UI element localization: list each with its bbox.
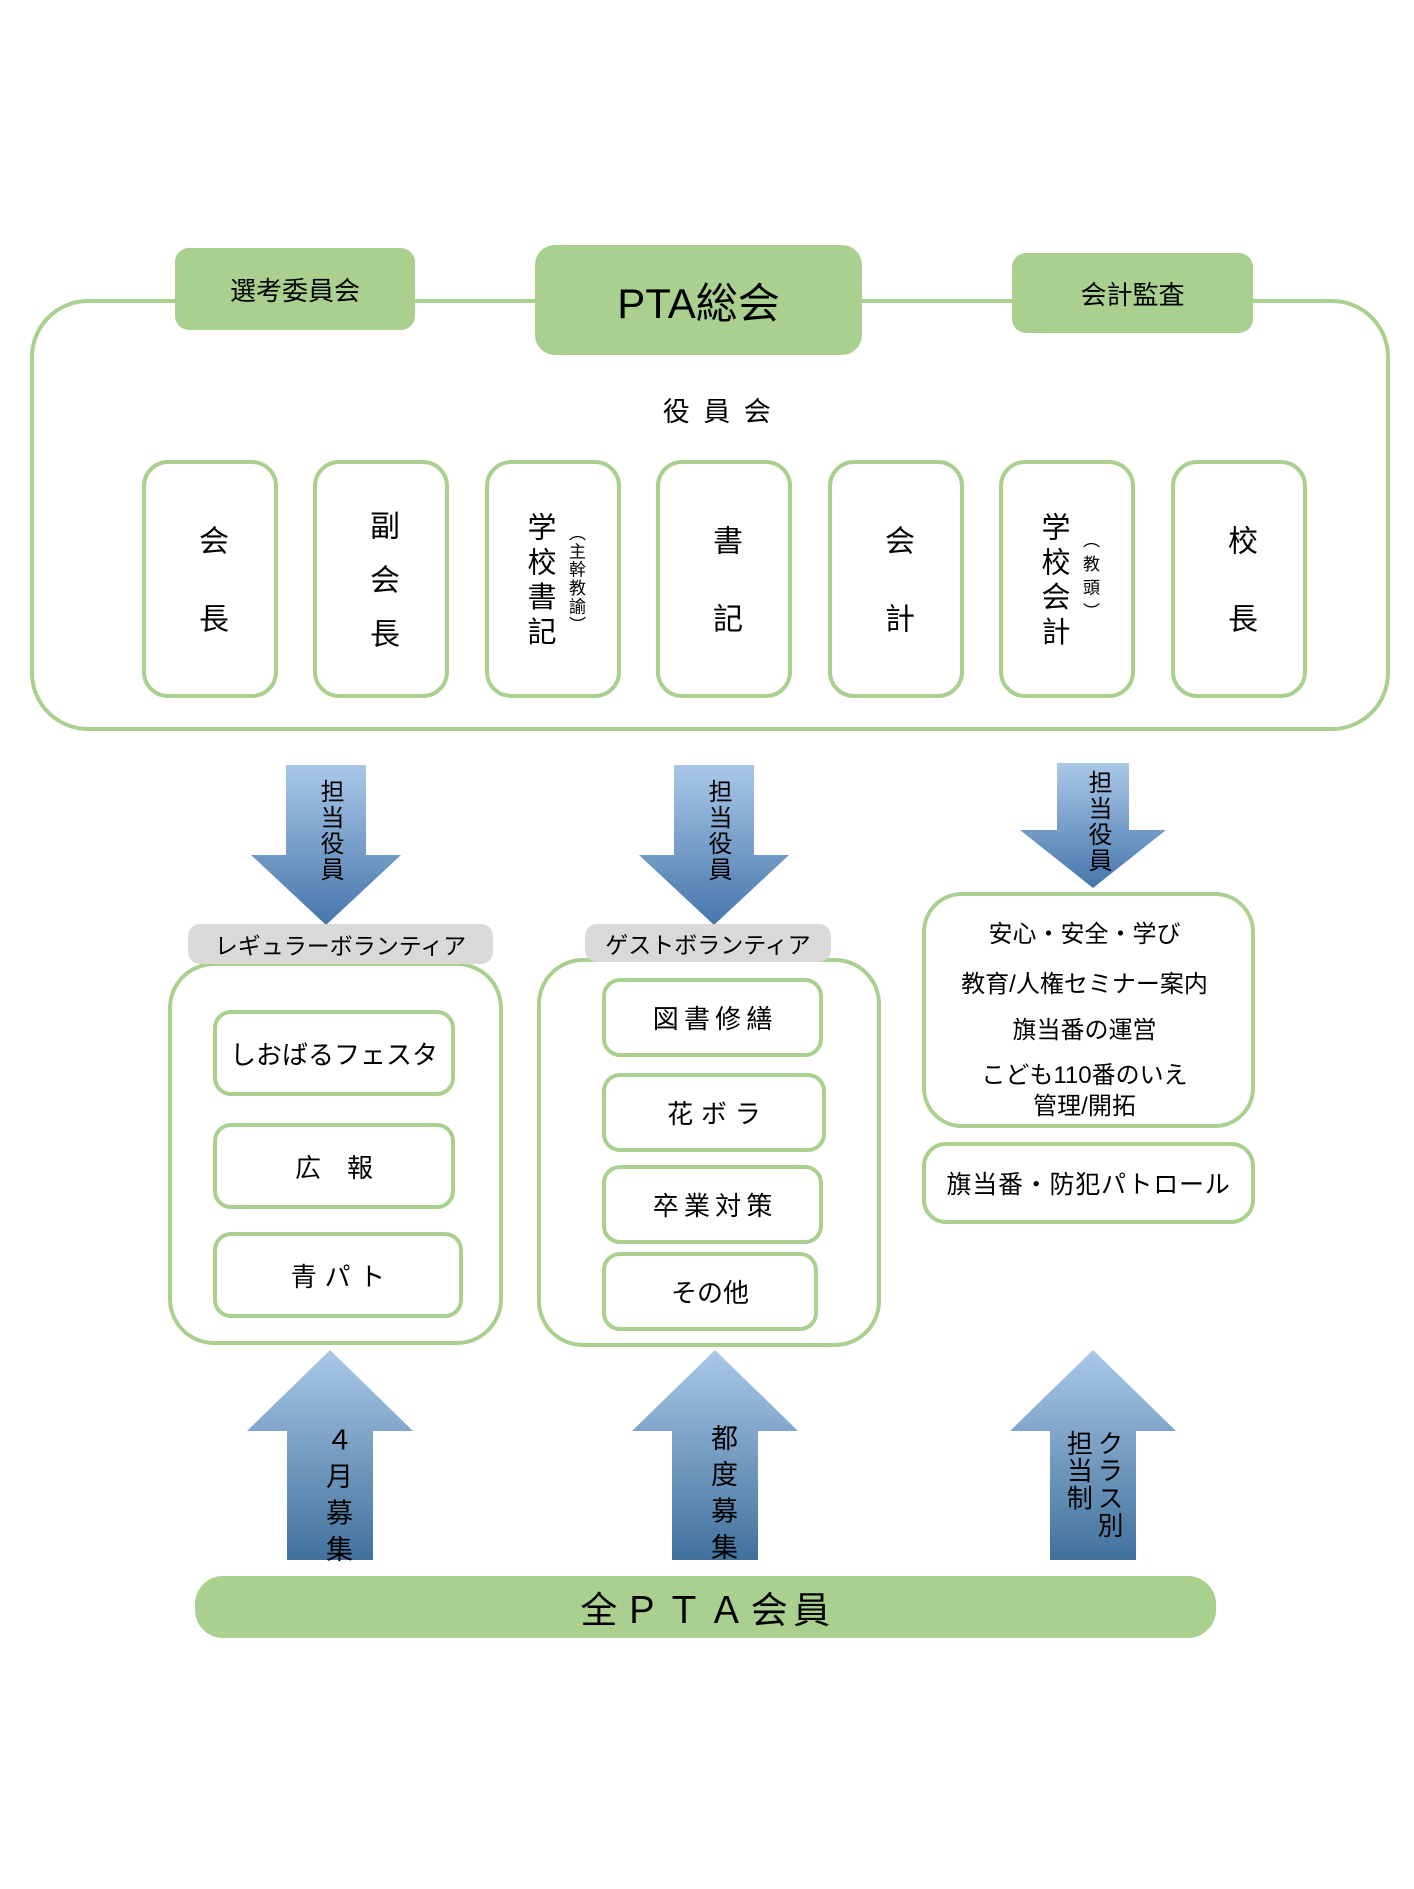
item-label: 花ボラ: [667, 1099, 769, 1129]
safety-line-1: 安心・安全・学び: [988, 921, 1181, 948]
item-ao-patrol: 青パト: [213, 1232, 463, 1318]
officer-box-school-treasurer: 学校会計 （教頭）: [999, 460, 1135, 698]
all-pta-members-label: 全ＰＴＡ会員: [580, 1590, 836, 1631]
all-pta-members-bar: 全ＰＴＡ会員: [195, 1576, 1216, 1638]
officer-box-secretary: 書記: [656, 460, 792, 698]
officer-sublabel: （主幹教諭）: [566, 523, 585, 635]
officer-label: 書記: [708, 525, 741, 681]
patrol-box: 旗当番・防犯パトロール: [922, 1142, 1255, 1224]
down-arrow-icon: [251, 765, 401, 925]
selection-committee-box: 選考委員会: [175, 248, 415, 330]
officer-label: 会計: [880, 525, 913, 681]
regular-volunteer-title-text: レギュラーボランティア: [214, 933, 467, 959]
regular-volunteer-title: レギュラーボランティア: [188, 924, 493, 964]
item-pr: 広 報: [213, 1123, 455, 1209]
safety-line-2: 教育/人権セミナー案内: [961, 971, 1208, 998]
up-arrow-icon: [1010, 1350, 1176, 1560]
item-others: その他: [602, 1252, 818, 1331]
audit-label: 会計監査: [1080, 279, 1185, 310]
down-arrow-label: 担当役員: [316, 779, 343, 883]
item-shiobaru-festa: しおばるフェスタ: [213, 1010, 455, 1096]
up-arrow-icon: [632, 1350, 798, 1560]
officer-label: 副会長: [365, 510, 398, 672]
patrol-box-label: 旗当番・防犯パトロール: [946, 1171, 1231, 1199]
officer-box-treasurer: 会計: [828, 460, 964, 698]
guest-volunteer-title: ゲストボランティア: [585, 924, 831, 962]
safety-panel-container: [922, 892, 1255, 1128]
officer-box-school-secretary: 学校書記 （主幹教諭）: [485, 460, 621, 698]
down-arrow-icon: [1020, 763, 1166, 888]
item-graduation: 卒業対策: [602, 1165, 824, 1244]
officer-box-principal: 校長: [1171, 460, 1307, 698]
selection-committee-label: 選考委員会: [229, 275, 360, 306]
item-label: 図書修繕: [652, 1004, 778, 1034]
safety-line-5: 管理/開拓: [1033, 1093, 1136, 1120]
officer-box-vice-president: 副会長: [313, 460, 449, 698]
safety-line-3: 旗当番の運営: [1012, 1017, 1157, 1044]
down-arrow-label: 担当役員: [704, 779, 731, 883]
audit-box: 会計監査: [1012, 253, 1253, 333]
item-label: 卒業対策: [652, 1191, 778, 1221]
up-arrow-label-april: ４月募集: [322, 1426, 352, 1572]
up-arrow-label-class-system: クラス別 担当制: [1063, 1430, 1124, 1540]
board-label: 役員会: [662, 397, 785, 427]
up-arrow-label-each-time: 都度募集: [707, 1424, 737, 1570]
item-label: しおばるフェスタ: [229, 1039, 438, 1070]
item-label: 青パト: [290, 1261, 393, 1292]
up-arrow-icon: [247, 1350, 413, 1560]
guest-volunteer-title-text: ゲストボランティア: [605, 932, 811, 958]
item-label: 広 報: [294, 1152, 373, 1183]
officer-label: 会長: [194, 525, 227, 681]
pta-general-assembly-box: PTA総会: [535, 245, 862, 355]
down-arrow-label: 担当役員: [1084, 770, 1111, 874]
down-arrow-icon: [639, 765, 789, 925]
item-flower-volunteer: 花ボラ: [602, 1073, 826, 1152]
officer-label: 校長: [1223, 525, 1256, 681]
officer-label: 学校書記: [523, 512, 555, 652]
pta-general-assembly-label: PTA総会: [617, 279, 780, 327]
item-label: その他: [670, 1278, 749, 1308]
safety-line-4: こども110番のいえ: [981, 1062, 1188, 1089]
officer-box-president: 会長: [142, 460, 278, 698]
item-book-repair: 図書修繕: [602, 978, 824, 1057]
officer-sublabel: （教頭）: [1080, 531, 1099, 627]
officer-label: 学校会計: [1037, 512, 1069, 652]
